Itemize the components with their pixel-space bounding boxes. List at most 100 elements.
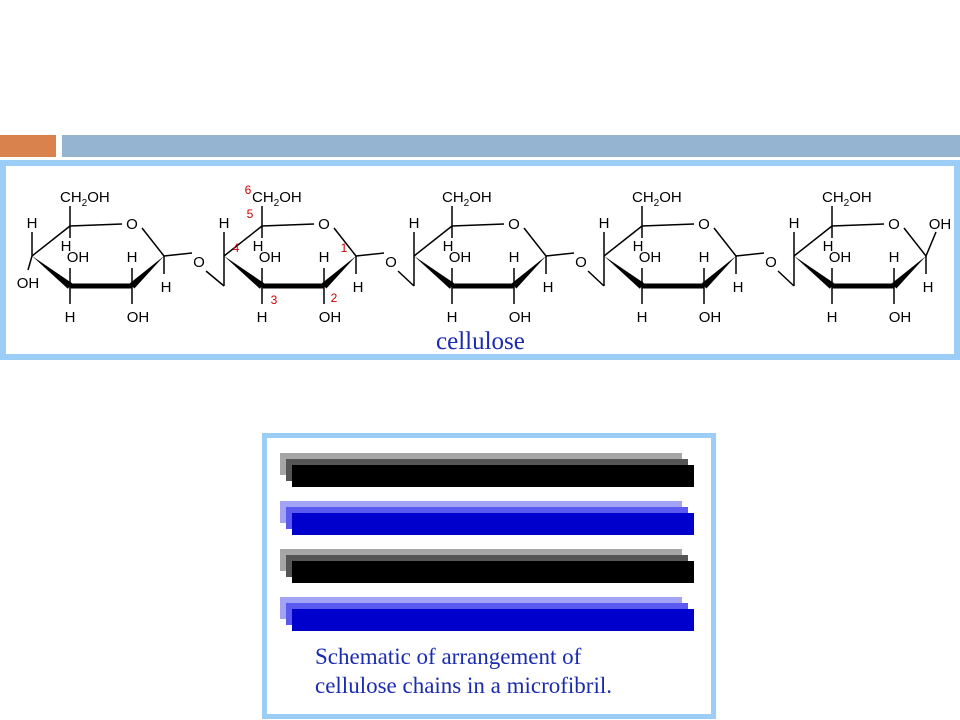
hydroxyl-label: OH: [449, 249, 472, 266]
hydrogen-label: H: [789, 215, 800, 232]
ch2oh-group-label: CH2OH: [252, 189, 302, 209]
glycosidic-bond: [735, 252, 765, 257]
hydroxyl-label: OH: [259, 249, 282, 266]
glycosidic-oxygen-label: O: [575, 254, 587, 271]
hydroxyl-label: OH: [829, 249, 852, 266]
hydrogen-label: H: [27, 215, 38, 232]
ring-wedge-bond: [129, 256, 164, 289]
carbon-number-3: 3: [271, 293, 278, 307]
hydrogen-label: H: [319, 249, 330, 266]
substituent-bond: [27, 255, 33, 271]
glycosidic-bond: [587, 270, 605, 287]
hydrogen-label: H: [509, 249, 520, 266]
hydroxyl-label: OH: [929, 216, 952, 233]
glycosidic-bond: [545, 252, 575, 257]
hydrogen-label: H: [923, 279, 934, 296]
schematic-caption: Schematic of arrangement of cellulose ch…: [315, 642, 612, 700]
hydroxyl-label: OH: [509, 309, 532, 326]
hydrogen-label: H: [127, 249, 138, 266]
ring-wedge-bond: [604, 256, 645, 289]
hydrogen-label: H: [65, 309, 76, 326]
hydrogen-label: H: [253, 238, 264, 255]
cellulose-chain-bar: [292, 465, 694, 487]
carbon-number-2: 2: [331, 291, 338, 305]
hydroxyl-label: OH: [67, 249, 90, 266]
hydroxyl-label: OH: [639, 249, 662, 266]
ring-wedge-bond: [321, 256, 356, 289]
ring-wedge-bond: [511, 256, 546, 289]
glycosidic-bond: [397, 270, 415, 287]
ring-wedge-bond: [224, 256, 265, 289]
cellulose-caption: cellulose: [436, 328, 525, 355]
ch2oh-group-label: CH2OH: [60, 189, 110, 209]
ring-bond: [451, 223, 505, 227]
ring-bond: [141, 227, 165, 257]
ring-wedge-bond: [891, 256, 926, 289]
ring-bond: [523, 227, 547, 257]
glycosidic-oxygen-label: O: [193, 254, 205, 271]
cellulose-chain-bar: [292, 561, 694, 583]
slide-accent-bar: [0, 135, 56, 157]
ring-bond: [31, 225, 71, 257]
ring-oxygen-label: O: [126, 216, 138, 233]
ring-bond: [831, 223, 885, 227]
ring-bond: [223, 225, 263, 257]
hydrogen-label: H: [699, 249, 710, 266]
glycosidic-bond: [777, 270, 795, 287]
glycosidic-bond: [163, 252, 193, 257]
hydrogen-label: H: [823, 238, 834, 255]
glycosidic-oxygen-label: O: [385, 254, 397, 271]
hydroxyl-label: OH: [699, 309, 722, 326]
ring-wedge-bond: [794, 256, 835, 289]
hydrogen-label: H: [409, 215, 420, 232]
ch2oh-group-label: CH2OH: [822, 189, 872, 209]
ring-wedge-bond: [414, 256, 455, 289]
ring-wedge-bond: [32, 256, 73, 289]
hydroxyl-label: OH: [17, 275, 40, 292]
ring-oxygen-label: O: [698, 216, 710, 233]
hydrogen-label: H: [443, 238, 454, 255]
schematic-caption-line-2: cellulose chains in a microfibril.: [315, 673, 612, 698]
hydroxyl-label: OH: [889, 309, 912, 326]
hydroxyl-label: OH: [127, 309, 150, 326]
hydrogen-label: H: [599, 215, 610, 232]
cellulose-structure-diagram: cellulose OCH2OHHHOHHHOHHOHOOCH2OHHHOHHH…: [17, 183, 952, 355]
ring-bond: [69, 223, 123, 227]
ring-oxygen-label: O: [318, 216, 330, 233]
hydrogen-label: H: [447, 309, 458, 326]
glycosidic-oxygen-label: O: [765, 254, 777, 271]
ring-bond: [641, 223, 695, 227]
hydrogen-label: H: [827, 309, 838, 326]
ring-bond: [713, 227, 737, 257]
glycosidic-bond: [205, 270, 225, 287]
ring-oxygen-label: O: [888, 216, 900, 233]
hydrogen-label: H: [219, 215, 230, 232]
hydrogen-label: H: [733, 279, 744, 296]
carbon-number-1: 1: [341, 241, 348, 255]
hydrogen-label: H: [257, 309, 268, 326]
hydrogen-label: H: [633, 238, 644, 255]
hydrogen-label: H: [637, 309, 648, 326]
carbon-number-6: 6: [245, 183, 252, 197]
hydrogen-label: H: [543, 279, 554, 296]
substituent-bond: [925, 231, 937, 257]
ring-bond: [903, 227, 927, 257]
carbon-number-4: 4: [233, 241, 240, 255]
hydrogen-label: H: [889, 249, 900, 266]
slide-title-bar: [62, 135, 960, 157]
hydrogen-label: H: [161, 279, 172, 296]
ring-oxygen-label: O: [508, 216, 520, 233]
ring-bond: [793, 225, 833, 257]
carbon-number-5: 5: [247, 207, 254, 221]
ring-bond: [413, 225, 453, 257]
ring-wedge-bond: [701, 256, 736, 289]
hydroxyl-label: OH: [319, 309, 342, 326]
hydrogen-label: H: [353, 279, 364, 296]
cellulose-chain-bar: [292, 609, 694, 631]
cellulose-chain-bar: [292, 513, 694, 535]
ch2oh-group-label: CH2OH: [632, 189, 682, 209]
ring-bond: [261, 223, 315, 227]
ring-bond: [333, 227, 357, 257]
glycosidic-bond: [355, 252, 385, 257]
